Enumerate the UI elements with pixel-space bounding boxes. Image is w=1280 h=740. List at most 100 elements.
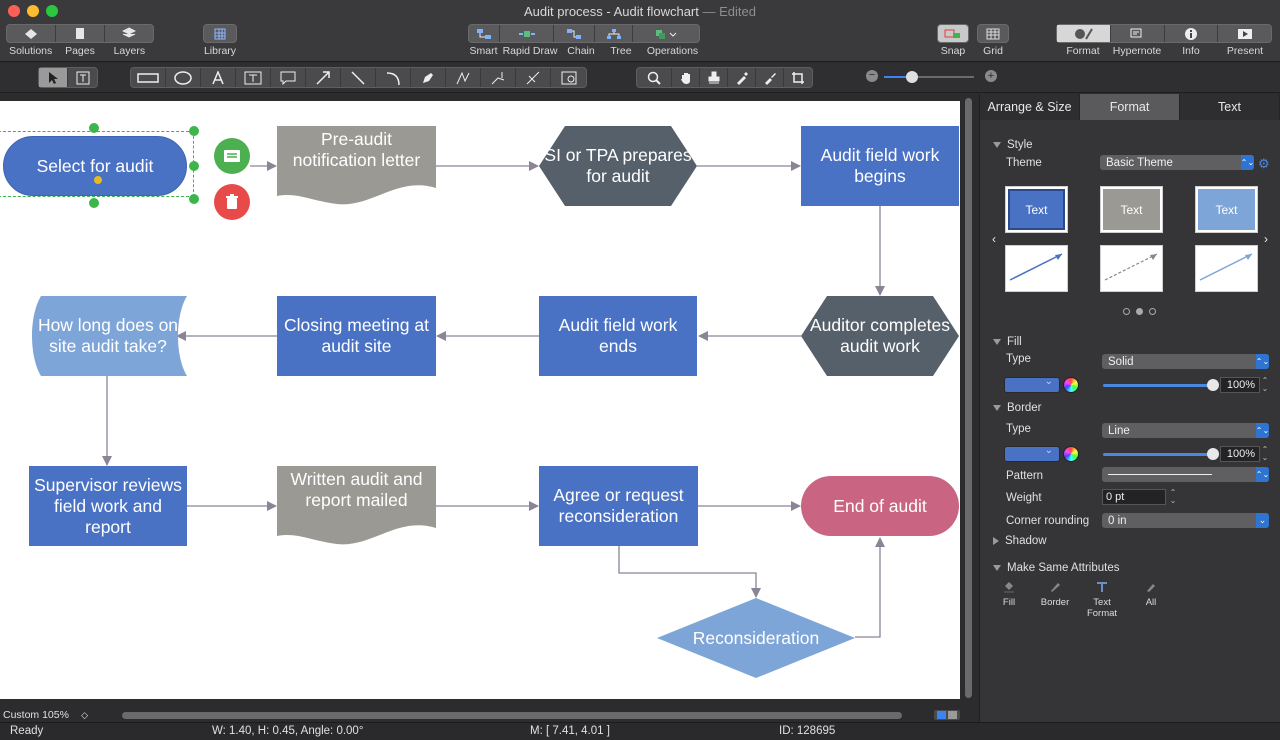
connector-agree-to-reconsideration[interactable]: [618, 546, 761, 598]
arrow-tool[interactable]: [306, 68, 341, 87]
node-select-for-audit[interactable]: Select for audit: [3, 136, 187, 196]
snap-button[interactable]: Snap: [936, 24, 970, 57]
fill-opacity-slider[interactable]: [1103, 379, 1219, 391]
theme-page-dots[interactable]: [1123, 308, 1156, 315]
close-window-button[interactable]: [8, 5, 20, 17]
theme-next-button[interactable]: ›: [1264, 232, 1268, 246]
weight-stepper[interactable]: ⌃⌄: [1169, 488, 1177, 505]
zoom-in-button[interactable]: +: [985, 70, 997, 82]
zoom-tool[interactable]: [637, 68, 672, 87]
node-closing-meeting[interactable]: Closing meeting at audit site: [277, 296, 436, 376]
crop-tool[interactable]: [784, 68, 812, 87]
hand-tool[interactable]: [672, 68, 700, 87]
tab-arrange-size[interactable]: Arrange & Size: [980, 94, 1080, 120]
oval-tool[interactable]: [166, 68, 201, 87]
selection-handle[interactable]: [189, 194, 199, 204]
text-anchor-icon[interactable]: [94, 176, 102, 184]
chain-button[interactable]: [554, 25, 595, 42]
pointer-tool[interactable]: [39, 68, 68, 87]
operations-button[interactable]: [633, 25, 699, 42]
zoom-slider[interactable]: [884, 71, 974, 83]
style-section-toggle[interactable]: Style: [993, 139, 1033, 151]
fill-type-select[interactable]: Solid⌃⌄: [1102, 354, 1269, 369]
theme-select[interactable]: Basic Theme⌃⌄: [1100, 155, 1254, 170]
theme-card-blue[interactable]: Text: [1005, 186, 1068, 233]
minimize-window-button[interactable]: [27, 5, 39, 17]
node-auditor-completes[interactable]: Auditor completes audit work: [801, 296, 959, 376]
horizontal-scrollbar[interactable]: [122, 712, 902, 719]
fill-opacity-field[interactable]: 100%: [1220, 377, 1260, 393]
page-view-toggle[interactable]: [934, 710, 960, 720]
selection-handle[interactable]: [189, 161, 199, 171]
present-button[interactable]: [1218, 25, 1271, 42]
library-button[interactable]: Library: [203, 24, 237, 57]
callout-tool[interactable]: [271, 68, 306, 87]
zoom-out-button[interactable]: −: [866, 70, 878, 82]
pages-button[interactable]: [56, 25, 105, 42]
line-tool[interactable]: [341, 68, 376, 87]
theme-connector-solid[interactable]: [1005, 245, 1068, 292]
theme-card-gray[interactable]: Text: [1100, 186, 1163, 233]
fill-opacity-knob[interactable]: [1207, 379, 1219, 391]
border-opacity-slider[interactable]: [1103, 448, 1219, 460]
text-select-tool[interactable]: [68, 68, 97, 87]
fill-color-well[interactable]: [1004, 376, 1060, 393]
theme-connector-dashed[interactable]: [1100, 245, 1163, 292]
solutions-button[interactable]: [7, 25, 56, 42]
node-si-or-tpa[interactable]: SI or TPA prepares for audit: [539, 126, 697, 206]
make-same-section-toggle[interactable]: Make Same Attributes: [993, 562, 1120, 574]
fill-color-picker-icon[interactable]: [1063, 377, 1079, 393]
arc-tool[interactable]: [376, 68, 411, 87]
polyline-tool[interactable]: [481, 68, 516, 87]
node-written-audit[interactable]: Written audit and report mailed: [277, 466, 436, 546]
node-end-of-audit[interactable]: End of audit: [801, 476, 959, 536]
info-button[interactable]: [1165, 25, 1219, 42]
rapid-draw-button[interactable]: [500, 25, 554, 42]
weight-field[interactable]: 0 pt: [1102, 489, 1166, 505]
make-same-fill-button[interactable]: Fill: [996, 580, 1022, 608]
format-painter-tool[interactable]: [756, 68, 784, 87]
format-button[interactable]: [1057, 25, 1111, 42]
theme-connector-light[interactable]: [1195, 245, 1258, 292]
hypernote-button[interactable]: [1111, 25, 1165, 42]
selection-handle[interactable]: [189, 126, 199, 136]
border-type-select[interactable]: Line⌃⌄: [1102, 423, 1269, 438]
corner-rounding-select[interactable]: 0 in⌄: [1102, 513, 1269, 528]
stamp-tool[interactable]: [700, 68, 728, 87]
selection-handle[interactable]: [89, 198, 99, 208]
pattern-select[interactable]: ⌃⌄: [1102, 467, 1269, 482]
make-same-border-button[interactable]: Border: [1038, 580, 1072, 608]
text-tool[interactable]: [201, 68, 236, 87]
eyedropper-tool[interactable]: [728, 68, 756, 87]
make-same-text-format-button[interactable]: Text Format: [1084, 580, 1120, 619]
node-how-long[interactable]: How long does on site audit take?: [29, 296, 187, 376]
zoom-select[interactable]: Custom 105%◇: [3, 709, 88, 721]
theme-card-lightblue[interactable]: Text: [1195, 186, 1258, 233]
node-fieldwork-ends[interactable]: Audit field work ends: [539, 296, 697, 376]
zoom-window-button[interactable]: [46, 5, 58, 17]
tab-text[interactable]: Text: [1180, 94, 1280, 120]
tab-format[interactable]: Format: [1080, 94, 1180, 120]
border-opacity-field[interactable]: 100%: [1220, 446, 1260, 462]
theme-settings-icon[interactable]: ⚙: [1258, 156, 1270, 171]
connector-reconsideration-to-end[interactable]: [855, 537, 885, 638]
make-same-all-button[interactable]: All: [1140, 580, 1162, 608]
connector-tool[interactable]: [516, 68, 551, 87]
rectangle-tool[interactable]: [131, 68, 166, 87]
insert-image-tool[interactable]: [551, 68, 586, 87]
node-reconsideration[interactable]: Reconsideration: [657, 598, 855, 678]
node-supervisor-reviews[interactable]: Supervisor reviews field work and report: [29, 466, 187, 546]
pen-tool[interactable]: [411, 68, 446, 87]
grid-button[interactable]: Grid: [976, 24, 1010, 57]
drawing-canvas[interactable]: Select for audit Pre-audit notification …: [0, 101, 960, 699]
node-fieldwork-begins[interactable]: Audit field work begins: [801, 126, 959, 206]
border-color-picker-icon[interactable]: [1063, 446, 1079, 462]
zoom-slider-knob[interactable]: [906, 71, 918, 83]
fill-section-toggle[interactable]: Fill: [993, 336, 1022, 348]
edit-note-button[interactable]: [214, 138, 250, 174]
layers-button[interactable]: [105, 25, 153, 42]
fill-opacity-stepper[interactable]: ⌃⌄: [1261, 376, 1269, 393]
node-pre-audit-letter[interactable]: Pre-audit notification letter: [277, 126, 436, 206]
shadow-section-toggle[interactable]: Shadow: [993, 535, 1047, 547]
tree-button[interactable]: [595, 25, 633, 42]
